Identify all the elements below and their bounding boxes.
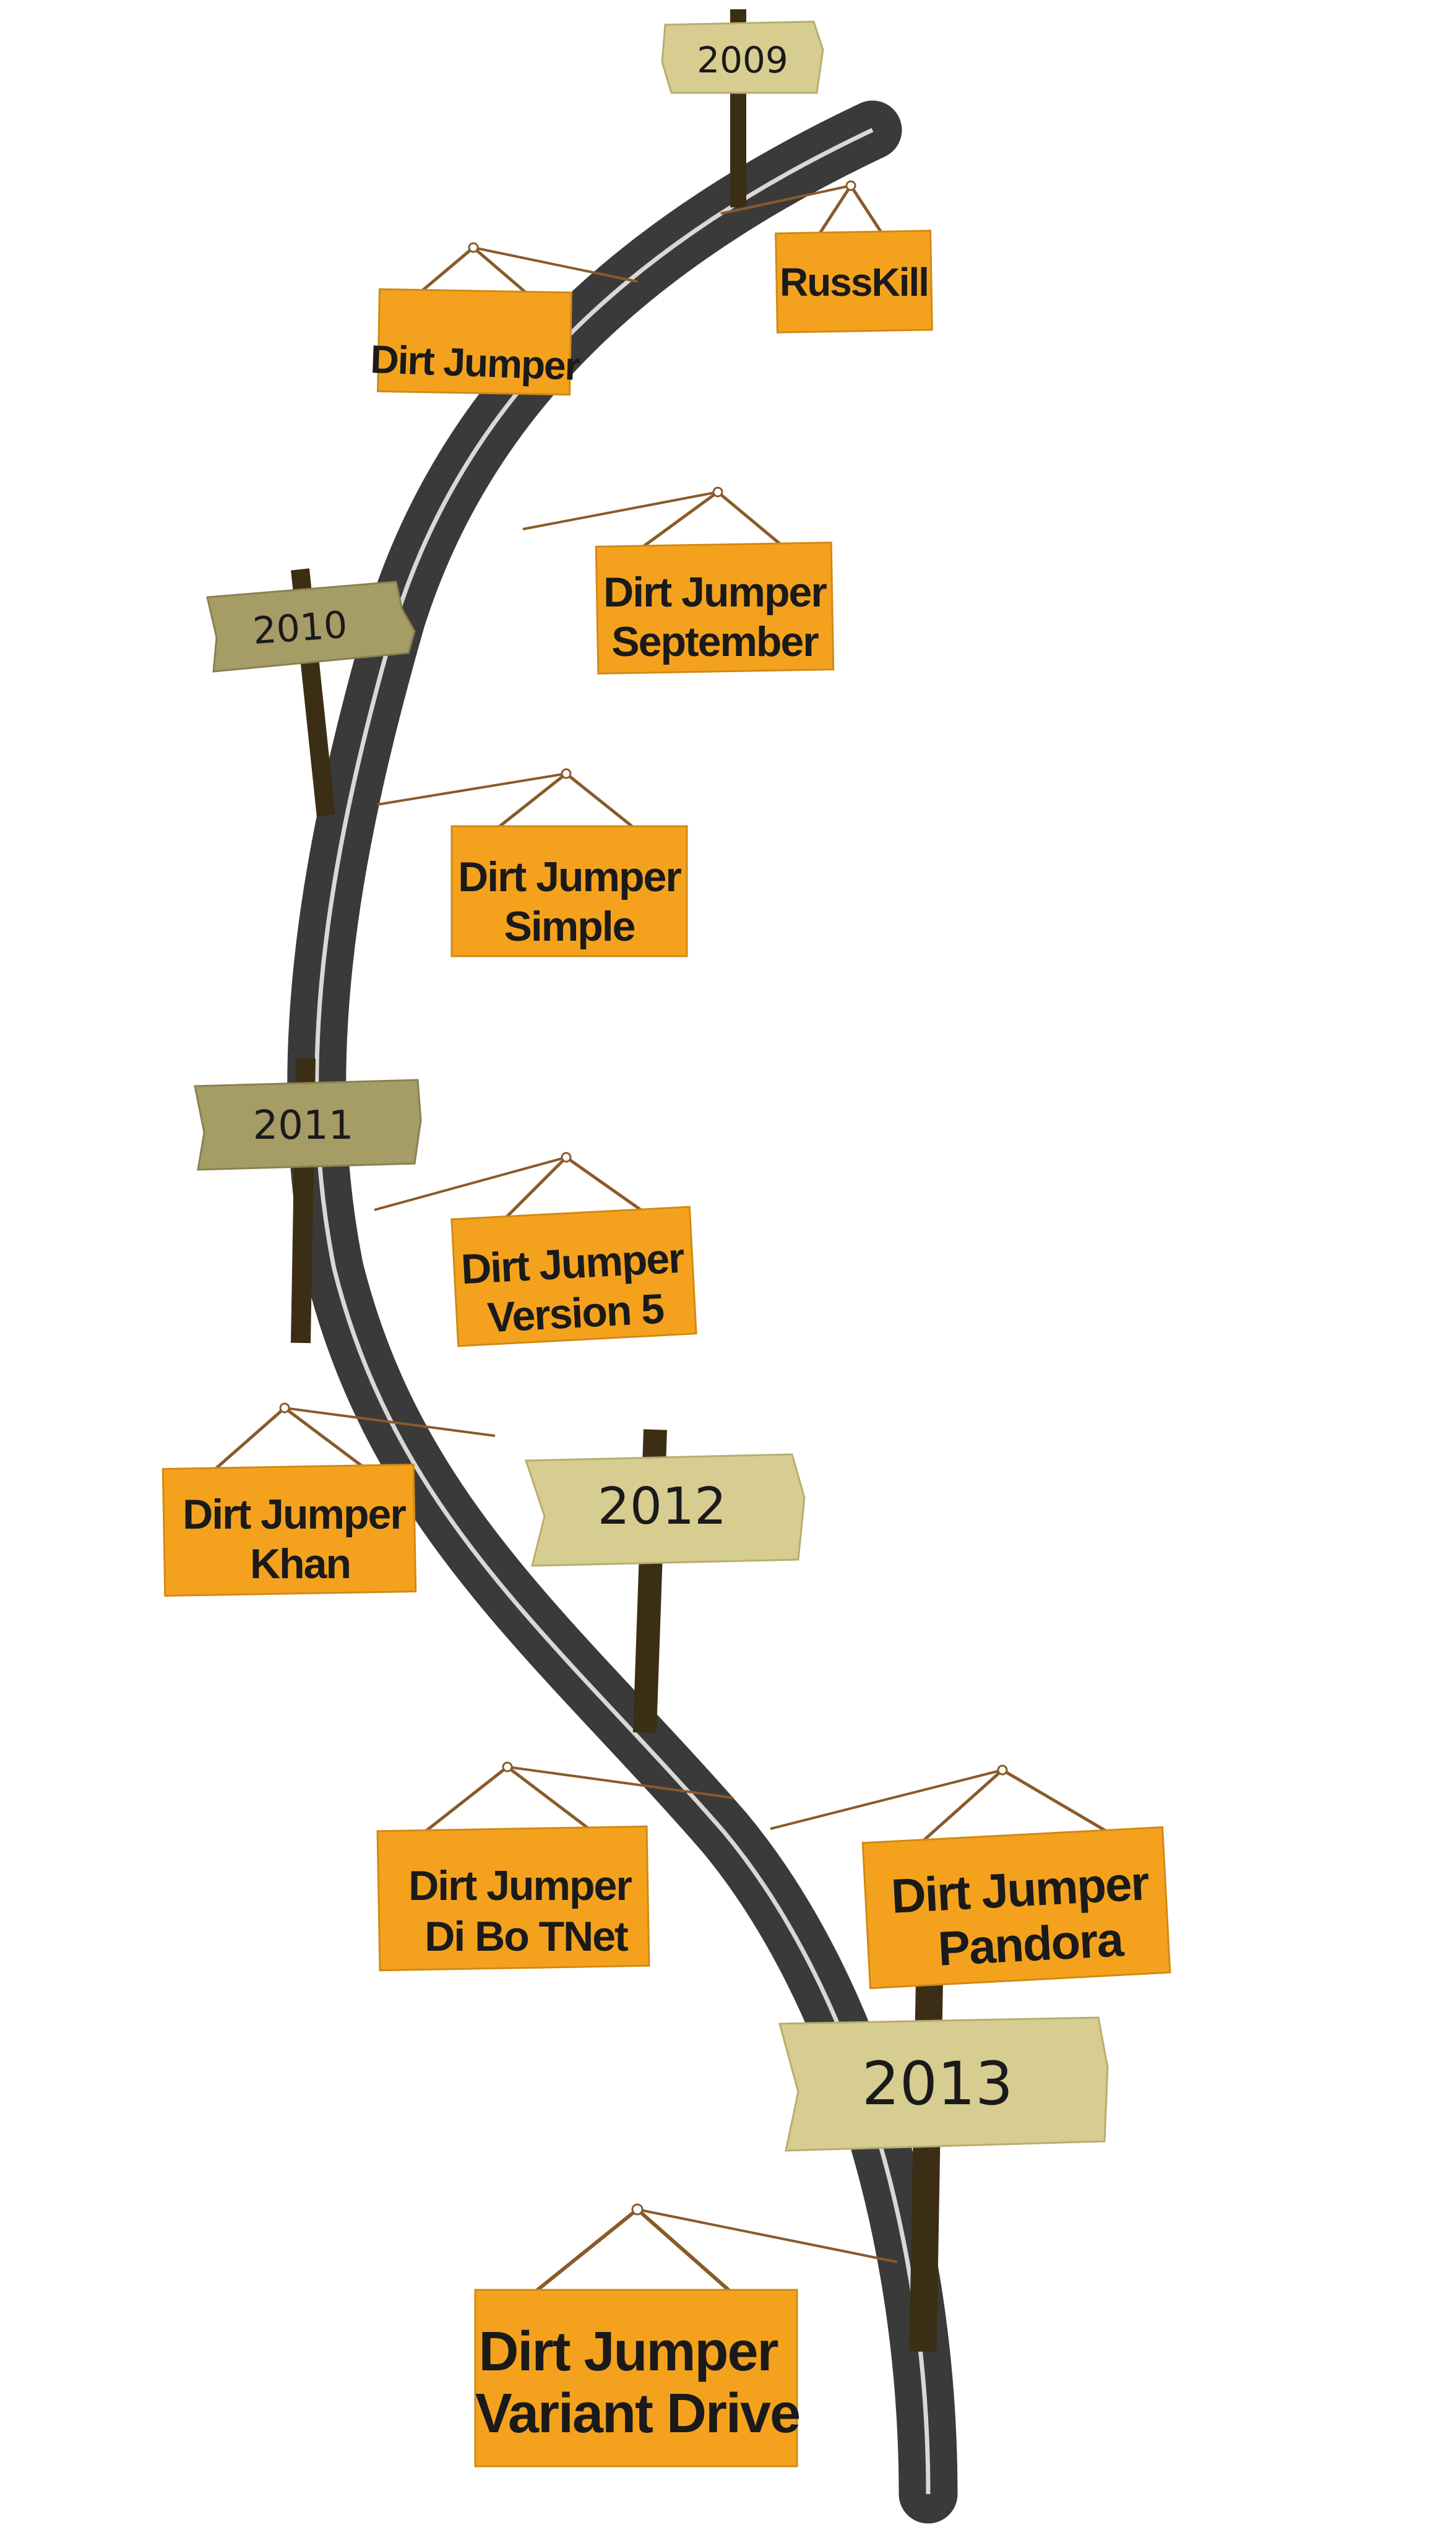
year-label: 2013 [862,2049,1013,2118]
variant-line-1: Dirt Jumper [460,1235,686,1293]
variant-line-1: Dirt Jumper [183,1491,406,1538]
year-label: 2009 [697,39,788,81]
year-sign-2011: 2011 [194,1079,422,1171]
variant-line-1: Dirt Jumper [458,853,681,900]
variant-line-2: Variant Drive [475,2383,799,2445]
year-label: 2010 [251,603,348,653]
year-label: 2012 [598,1477,727,1536]
variant-sign-dirt-jumper-variant-drive: Dirt Jumper Variant Drive [474,2203,801,2467]
variant-sign-dirt-jumper-di-bo-tnet: Dirt Jumper Di Bo TNet [376,1761,650,1972]
year-sign-2009: 2009 [661,20,824,94]
variant-line-1: Dirt Jumper [478,2321,778,2383]
variant-line-2: Simple [504,903,635,950]
variant-sign-dirt-jumper-pandora: Dirt Jumper Pandora [861,1764,1171,1990]
variant-line-2: Pandora [937,1912,1126,1976]
connector-lines [284,184,1003,2263]
variant-sign-dirt-jumper-simple: Dirt Jumper Simple [450,768,688,957]
year-label: 2011 [253,1103,354,1149]
year-sign-2010: 2010 [206,581,416,673]
year-sign-2012: 2012 [524,1453,806,1567]
variant-line-1: Dirt Jumper [408,1862,632,1909]
variant-line-2: September [611,618,819,665]
variant-line-1: RussKill [780,260,928,304]
variant-line-2: Khan [250,1540,350,1587]
variant-sign-dirt-jumper-khan: Dirt Jumper Khan [162,1402,417,1597]
winding-road [287,100,958,2524]
variant-line-2: Di Bo TNet [424,1913,628,1960]
variant-line-1: Dirt Jumper [603,569,827,616]
year-sign-2013: 2013 [778,2016,1109,2152]
variant-line-2: Version 5 [486,1285,665,1342]
variant-line-1: Dirt Jumper [890,1855,1150,1923]
variant-sign-dirt-jumper-version-5: Dirt Jumper Version 5 [450,1152,697,1347]
variant-sign-dirt-jumper: Dirt Jumper [369,242,580,396]
variant-line-1: Dirt Jumper [369,337,580,389]
variant-sign-russkill: RussKill [775,180,933,334]
variant-sign-dirt-jumper-september: Dirt Jumper September [595,486,835,675]
